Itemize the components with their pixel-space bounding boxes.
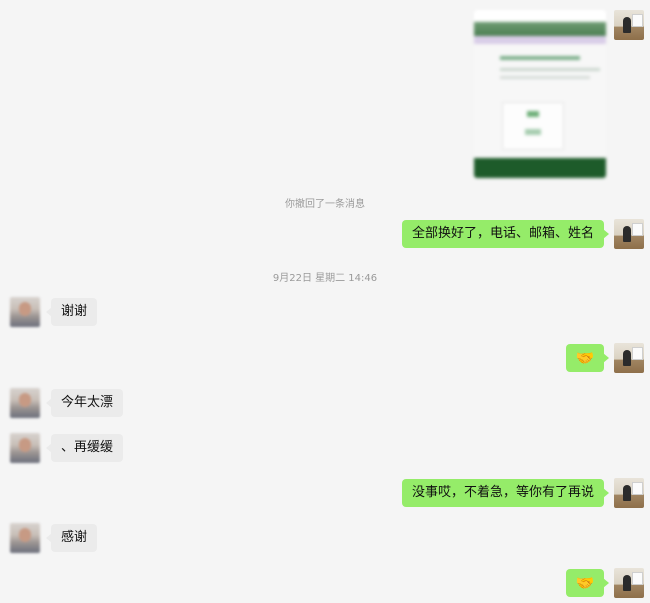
incoming-message[interactable]: 谢谢: [45, 298, 98, 326]
screenshot-footer: [474, 158, 606, 178]
avatar-face: [19, 528, 31, 542]
outgoing-emoji-message[interactable]: 🤝: [566, 344, 609, 372]
self-avatar[interactable]: [614, 219, 644, 249]
incoming-message[interactable]: 今年太漂: [45, 389, 124, 417]
avatar-figure: [623, 17, 631, 33]
avatar-frame: [632, 14, 643, 27]
handshake-emoji-icon: 🤝: [575, 574, 595, 592]
avatar-frame: [632, 347, 643, 360]
screenshot-text-line: [500, 76, 590, 79]
avatar-frame: [632, 572, 643, 585]
self-avatar[interactable]: [614, 478, 644, 508]
avatar-figure: [623, 350, 631, 366]
avatar-frame: [632, 223, 643, 236]
avatar-figure: [623, 485, 631, 501]
screenshot-text-line: [500, 56, 580, 60]
screenshot-strip: [474, 36, 606, 44]
avatar-frame: [632, 482, 643, 495]
incoming-message[interactable]: 感谢: [45, 524, 98, 552]
self-avatar[interactable]: [614, 10, 644, 40]
avatar-face: [19, 302, 31, 316]
self-avatar[interactable]: [614, 343, 644, 373]
avatar-figure: [623, 226, 631, 242]
avatar-face: [19, 393, 31, 407]
incoming-message[interactable]: 、再缓缓: [45, 434, 124, 462]
avatar-face: [19, 438, 31, 452]
contact-avatar[interactable]: [10, 297, 40, 327]
recall-notice: 你撤回了一条消息: [285, 199, 365, 210]
screenshot-text-line: [500, 68, 600, 71]
screenshot-header: [474, 10, 606, 36]
message-timestamp: 9月22日 星期二 14:46: [272, 273, 378, 284]
outgoing-message[interactable]: 全部换好了，电话、邮箱、姓名: [401, 220, 610, 248]
handshake-emoji-icon: 🤝: [575, 349, 595, 367]
contact-avatar[interactable]: [10, 433, 40, 463]
contact-avatar[interactable]: [10, 388, 40, 418]
avatar-figure: [623, 575, 631, 591]
contact-avatar[interactable]: [10, 523, 40, 553]
sent-screenshot-image[interactable]: [474, 10, 606, 178]
self-avatar[interactable]: [614, 568, 644, 598]
screenshot-card: [502, 102, 564, 150]
outgoing-message[interactable]: 没事哎，不着急，等你有了再说: [401, 479, 610, 507]
outgoing-emoji-message[interactable]: 🤝: [566, 569, 609, 597]
screenshot-card-button: [525, 129, 541, 135]
screenshot-card-icon: [527, 111, 539, 117]
